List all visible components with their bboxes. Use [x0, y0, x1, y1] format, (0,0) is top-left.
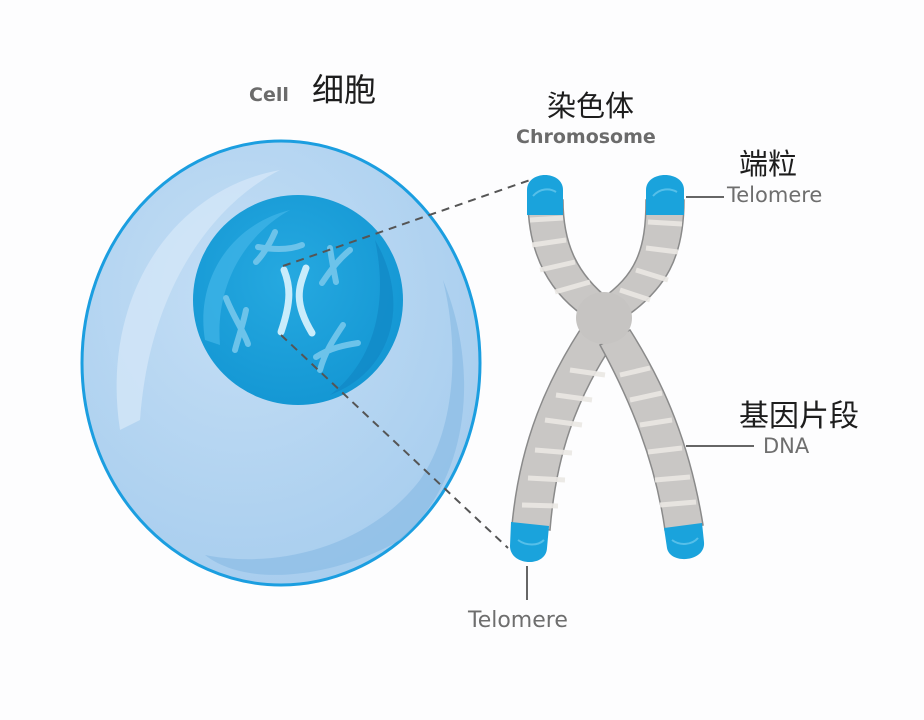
zoom-line-top — [282, 179, 531, 267]
chromosome-arm-lower-left — [511, 329, 614, 531]
dna-label-en: DNA — [763, 434, 810, 458]
chromosome — [510, 175, 705, 563]
telomere-top-right — [646, 175, 684, 215]
highlighted-mini-chromosome — [277, 264, 316, 337]
chromosome-label-en: Chromosome — [516, 126, 656, 148]
telomere-highlights — [517, 188, 699, 546]
cell-label-en: Cell — [249, 84, 289, 106]
mini-chromosome — [319, 245, 353, 286]
cell-label-zh: 细胞 — [312, 71, 377, 109]
label-leader-lines — [526, 196, 754, 600]
telomere-bottom-label-en: Telomere — [468, 608, 568, 633]
telomere-bottom-right — [664, 523, 705, 560]
mini-chromosome — [313, 322, 361, 373]
nucleus — [193, 195, 403, 405]
telomere-top-label-zh: 端粒 — [739, 147, 798, 181]
nucleus-shadow — [330, 240, 394, 395]
zoom-leader-lines — [280, 179, 531, 549]
chromosome-bands — [521, 215, 697, 509]
centromere — [576, 292, 632, 344]
chromosome-label-zh: 染色体 — [547, 89, 635, 123]
dna-label-zh: 基因片段 — [739, 399, 859, 434]
mini-chromosome — [253, 229, 305, 265]
telomere-top-label-en: Telomere — [727, 183, 823, 207]
chromosome-arm-lower-right — [598, 329, 704, 531]
telomere-bottom-left — [510, 522, 549, 563]
cell-highlight — [116, 170, 280, 430]
zoom-line-bottom — [280, 334, 509, 549]
telomere-top-left — [527, 175, 563, 215]
mini-chromosome — [223, 295, 251, 353]
nucleus-highlight — [203, 210, 290, 345]
nucleus-chromosomes — [223, 229, 361, 373]
